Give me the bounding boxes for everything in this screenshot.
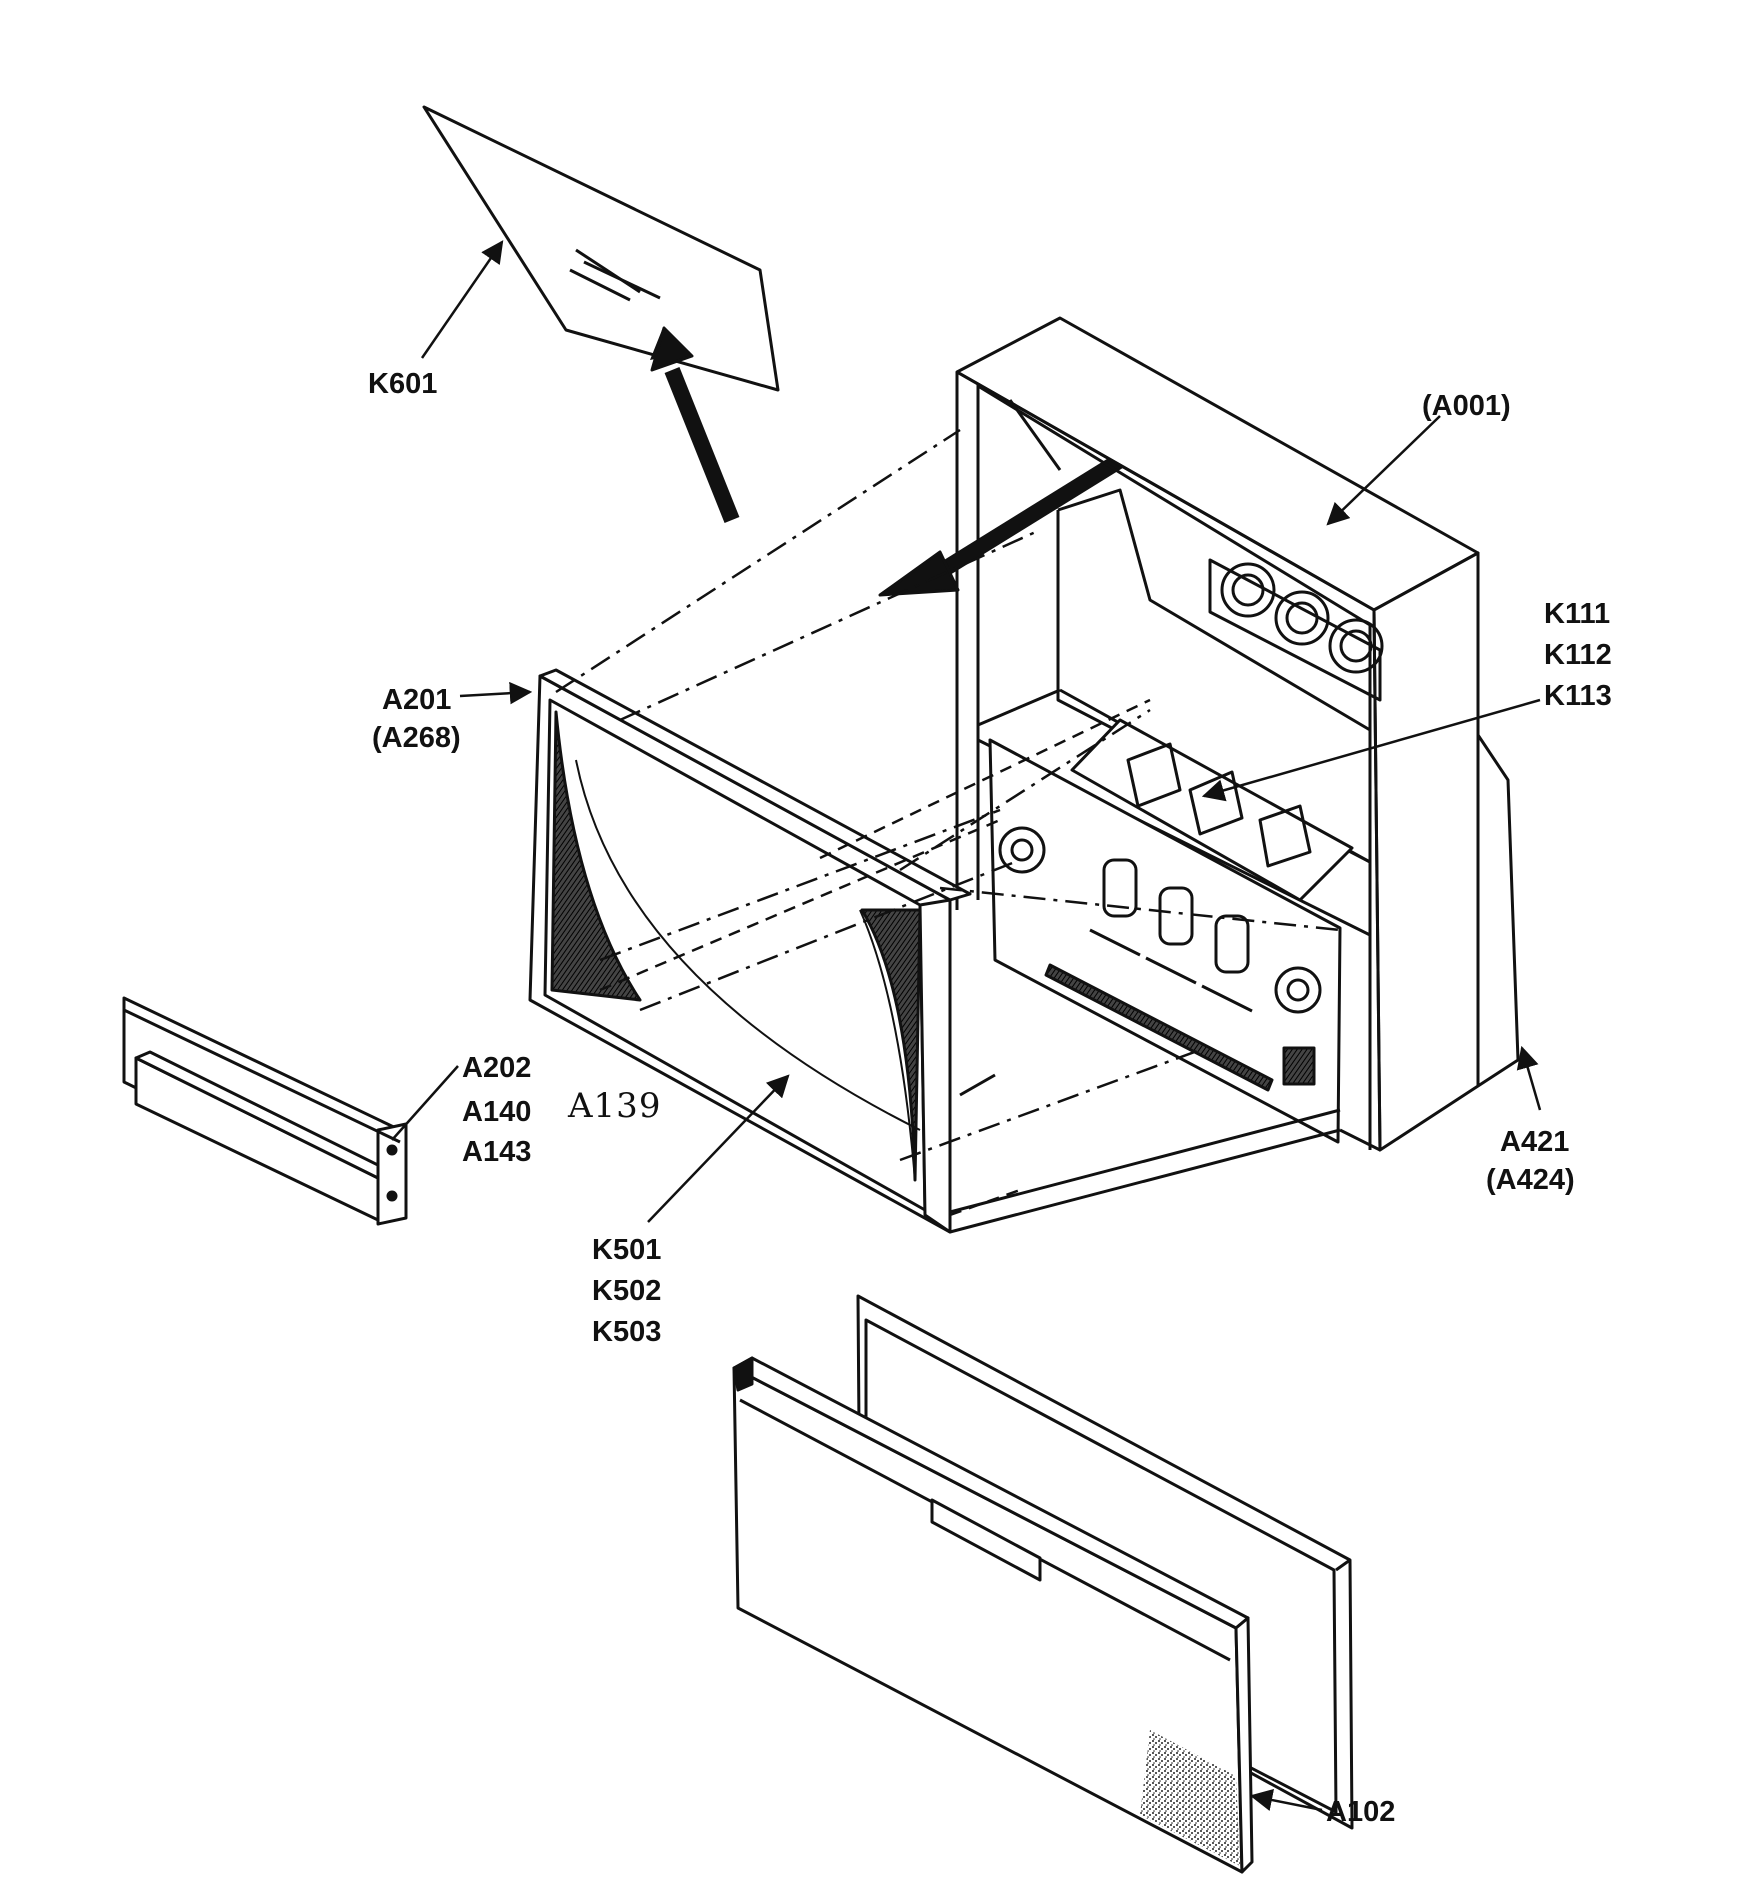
- crt-lens-assembly: [1208, 558, 1384, 702]
- main-cabinet: [955, 316, 1520, 1152]
- cabinet-base: [949, 1073, 1341, 1234]
- label-k112: K112: [1544, 639, 1612, 671]
- screen-frame: [528, 668, 972, 1234]
- a202-bracket: [122, 996, 408, 1226]
- label-a202: A202: [462, 1052, 532, 1084]
- label-a001: (A001): [1422, 390, 1511, 422]
- label-a139-handwritten: A139: [568, 1086, 662, 1126]
- label-k502: K502: [592, 1275, 662, 1307]
- label-a143: A143: [462, 1136, 532, 1168]
- chassis-board: [988, 718, 1354, 1144]
- label-k601: K601: [368, 368, 438, 400]
- label-a268: (A268): [372, 722, 461, 754]
- alignment-lines-short: [599, 698, 1151, 1217]
- k601-mirror-panel: [422, 105, 780, 392]
- label-k501: K501: [592, 1234, 662, 1266]
- label-a201: A201: [382, 684, 452, 716]
- label-a421: A421: [1500, 1126, 1570, 1158]
- leader-lines: [391, 240, 1542, 1812]
- label-a102: A102: [1326, 1796, 1396, 1828]
- mirror-removal-arrow: [650, 326, 740, 523]
- label-a140: A140: [462, 1096, 532, 1128]
- label-k503: K503: [592, 1316, 662, 1348]
- label-a424: (A424): [1486, 1164, 1575, 1196]
- label-k111: K111: [1544, 598, 1611, 630]
- label-k113: K113: [1544, 680, 1612, 712]
- a102-front-cover: [732, 1356, 1254, 1874]
- alignment-lines: [555, 428, 1341, 1162]
